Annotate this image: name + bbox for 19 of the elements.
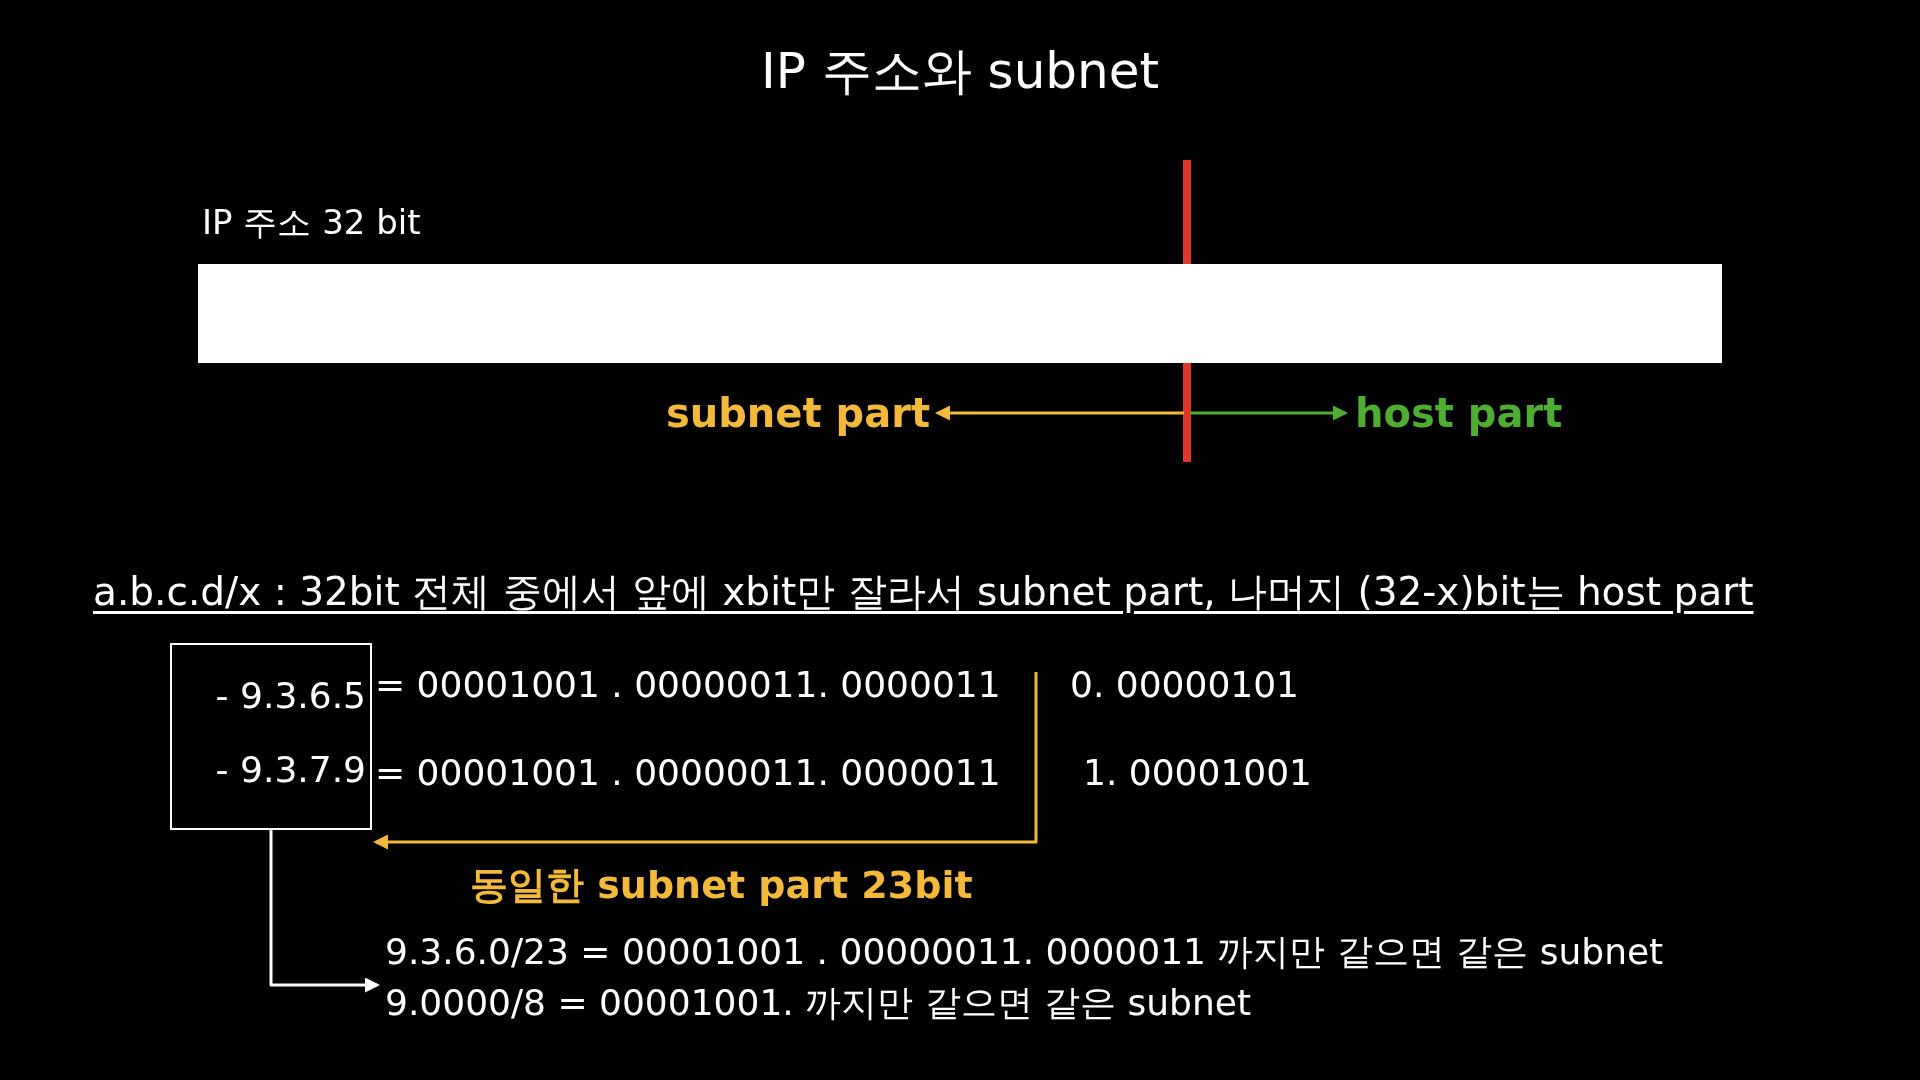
binary-address: 0. 00000101 — [1070, 664, 1300, 705]
bar-heading: IP 주소 32 bit — [202, 201, 422, 244]
edge-label: 동일한 subnet part 23bit — [470, 862, 973, 909]
binary-address: 1. 00001001 — [1083, 752, 1313, 793]
ip-address: - 9.3.7.9 — [215, 747, 366, 791]
part-label: subnet part — [665, 390, 930, 436]
ip-address: - 9.3.6.5 — [215, 674, 366, 718]
binary-address: = 00001001 . 00000011. 0000011 — [375, 752, 1001, 793]
subnet-rule: 9.3.6.0/23 = 00001001 . 00000011. 0000011 까지만 같으면 같은 subnet — [385, 930, 1664, 974]
address-box — [170, 643, 372, 830]
notation-note: a.b.c.d/x : 32bit 전체 중에서 앞에 xbit만 잘라서 subnet part, 나머지 (32-x)bit는 host part — [93, 568, 1754, 616]
diagram-title: IP 주소와 subnet — [759, 41, 1161, 102]
arrow — [935, 405, 1184, 421]
subnet-rule: 9.0000/8 = 00001001. 까지만 같으면 같은 subnet — [385, 981, 1252, 1025]
arrow — [373, 672, 1038, 850]
part-label: host part — [1355, 390, 1563, 436]
arrow — [1190, 405, 1348, 421]
arrow — [269, 830, 380, 993]
binary-address: = 00001001 . 00000011. 0000011 — [375, 664, 1001, 705]
